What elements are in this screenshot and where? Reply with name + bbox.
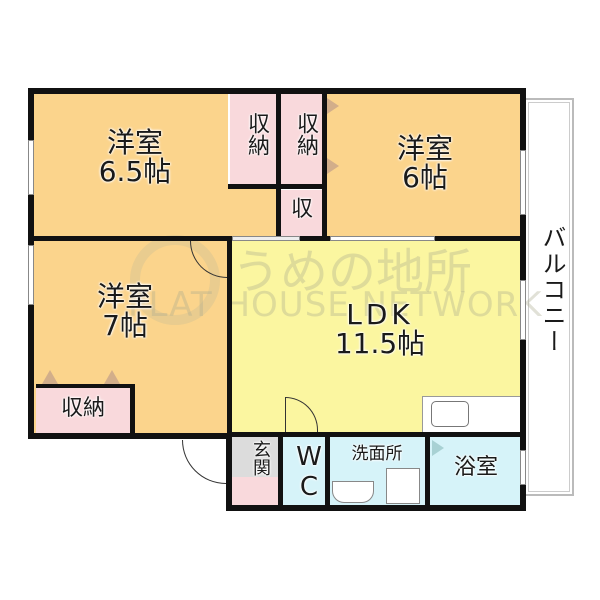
closet-a-label: 収納: [244, 112, 269, 156]
wall-closet-bottom: [228, 184, 327, 189]
window-western-6: [520, 150, 526, 215]
window-bathroom: [520, 450, 526, 485]
room-western-6: [325, 94, 520, 236]
wall-7-ldk: [227, 236, 232, 436]
closet-small-label: 収: [290, 197, 313, 222]
entrance-label: 玄関: [250, 440, 271, 476]
room-ldk-label: LDK 11.5帖: [315, 300, 445, 359]
bathroom-label: 浴室: [453, 455, 498, 480]
wall-bottom-left: [28, 433, 232, 439]
closet-a: [230, 94, 276, 184]
sink-icon: [431, 401, 469, 427]
wall-top: [28, 88, 526, 94]
window-western-6-5: [28, 140, 34, 195]
wall-closet-mid: [276, 94, 281, 240]
door-entrance[interactable]: [182, 440, 226, 484]
closet-b-label: 収納: [293, 112, 318, 156]
wall-closet-right: [322, 94, 327, 240]
closet-small: [280, 190, 325, 236]
window-western-7: [28, 245, 34, 305]
entrance-step: [232, 477, 278, 505]
wall-mid-left: [34, 236, 234, 241]
entrance: [232, 437, 278, 477]
wall-closet7-right: [130, 384, 135, 436]
wall-bath-left: [425, 437, 430, 507]
wc: [282, 437, 326, 505]
sliding-door-6-ldk: [330, 236, 435, 241]
room-size: 6帖: [402, 161, 448, 195]
washroom-label: 洗面所: [351, 444, 403, 464]
balcony-label: バルコニー: [538, 225, 566, 355]
balcony-railing: [528, 102, 570, 492]
window-ldk: [520, 280, 526, 340]
room-size: 6.5帖: [98, 155, 172, 189]
wall-entrance-left: [226, 433, 232, 511]
closet-7: [36, 388, 130, 433]
wall-closet7-top: [36, 384, 134, 388]
room-western-6-5-label: 洋室 6.5帖: [80, 128, 190, 187]
kitchen-counter: [422, 396, 520, 433]
room-size: 7帖: [102, 309, 148, 343]
washing-machine-space: [386, 468, 420, 504]
room-name: LDK: [346, 298, 414, 331]
balcony: [524, 98, 574, 496]
room-size: 11.5帖: [334, 327, 426, 361]
folding-door-icon: [104, 370, 120, 384]
wall-wc-left: [278, 437, 283, 507]
washbasin-icon: [332, 481, 374, 503]
folding-door-icon: [327, 158, 339, 174]
room-name: 洋室: [106, 126, 163, 159]
wall-wc-right: [325, 437, 330, 507]
wall-bottom: [226, 505, 526, 511]
opening-ldk-top: [232, 236, 300, 241]
room-name: 洋室: [396, 132, 453, 165]
room-name: 洋室: [96, 280, 153, 313]
wall-ldk-bottom: [228, 432, 526, 437]
closet-7-label: 収納: [60, 396, 105, 421]
room-western-6-5-ext: [228, 185, 278, 236]
closet-b: [280, 94, 325, 184]
bath-door-icon: [432, 440, 444, 456]
wc-label: WC: [294, 442, 324, 502]
room-western-6-5: [34, 94, 228, 236]
bathroom: [430, 437, 520, 505]
room-western-7-label: 洋室 7帖: [70, 282, 180, 341]
folding-door-icon: [42, 370, 58, 384]
room-western-6-label: 洋室 6帖: [370, 134, 480, 193]
folding-door-icon: [327, 98, 339, 114]
